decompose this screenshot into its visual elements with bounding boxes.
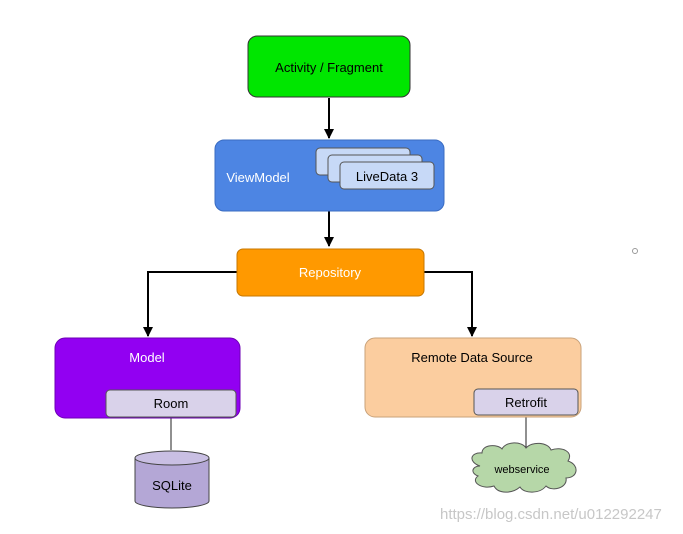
viewmodel-label: ViewModel [226, 170, 289, 185]
activity-label: Activity / Fragment [275, 60, 383, 75]
sqlite-cylinder-body [134, 458, 210, 509]
retrofit-box [473, 388, 579, 416]
livedata-card-front [339, 161, 435, 190]
node-viewmodel: ViewModel LiveData 3 [214, 139, 445, 212]
livedata-label: LiveData 3 [356, 169, 418, 184]
model-label: Model [129, 350, 165, 365]
node-model: Model Room [54, 337, 241, 419]
room-label: Room [154, 396, 189, 411]
node-activity-fragment: Activity / Fragment [247, 35, 411, 98]
activity-box [247, 35, 411, 98]
remote-label: Remote Data Source [411, 350, 532, 365]
stray-dot-marker [632, 248, 638, 254]
webservice-cloud [471, 442, 577, 493]
sqlite-cylinder-top [134, 450, 210, 466]
node-repository: Repository [236, 248, 425, 297]
webservice-label: webservice [493, 464, 549, 476]
node-webservice: webservice [471, 442, 577, 493]
sqlite-label: SQLite [152, 478, 192, 493]
repository-label: Repository [299, 265, 362, 280]
room-box [105, 389, 237, 418]
retrofit-label: Retrofit [505, 395, 547, 410]
node-sqlite: SQLite [134, 450, 210, 509]
edge-repository-to-remote [424, 271, 477, 337]
edge-repository-to-model [143, 271, 237, 337]
repository-box [236, 248, 425, 297]
node-remote-data-source: Remote Data Source Retrofit [364, 337, 582, 418]
edges [143, 98, 527, 450]
watermark-url: https://blog.csdn.net/u012292247 [440, 506, 662, 523]
